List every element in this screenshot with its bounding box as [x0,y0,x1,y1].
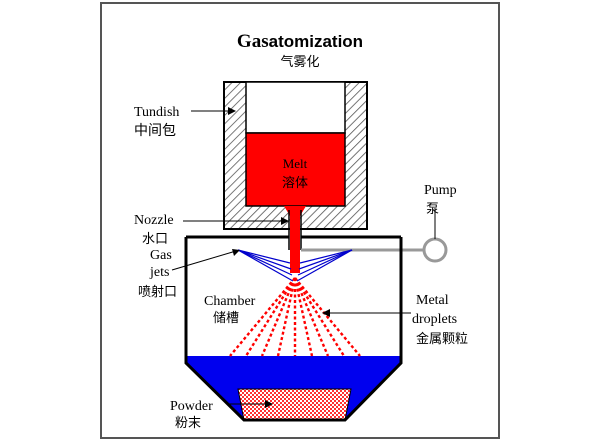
powder-label: Powder [170,399,213,414]
gas-jet-line [237,249,291,264]
nozzle-label-cn: 水口 [142,232,168,247]
gas-jets-arrowhead [232,249,240,256]
droplet-stream [244,277,297,357]
gas-jet-line [298,249,353,270]
droplet-stream [293,277,314,357]
droplet-stream [276,277,297,357]
gas-jets-label-1: Gas [150,248,172,263]
metal-droplets-arrowhead [322,309,330,317]
melt-label: Melt [283,156,308,171]
pump-circle [422,237,448,263]
gas-jets-label-2: jets [149,265,169,280]
chamber-label: Chamber [204,294,256,309]
metal-droplets-spray [229,277,361,357]
gas-jets [237,249,353,282]
title-atomization: atomization [269,32,363,51]
gas-jet-line [237,249,293,276]
tundish-inner-empty [245,81,346,134]
gas-jet-line [296,249,353,282]
pump-label-cn: 泵 [426,202,439,217]
diagram-title-cn: 气雾化 [280,54,319,70]
nozzle-label: Nozzle [134,213,174,228]
diagram-title: Gasatomization [237,31,363,52]
melt-pool [245,132,346,207]
metal-droplets-label-cn: 金属颗粒 [416,331,468,347]
chamber-label-cn: 储槽 [213,311,239,326]
gas-jet-line [297,249,353,276]
tundish-arrowhead [228,107,236,115]
gas-jets-label-cn: 喷射口 [138,284,177,300]
powder-label-cn: 粉末 [175,416,201,431]
tundish-label: Tundish [134,105,179,120]
pump-label: Pump [424,183,457,198]
gas-jet-line [237,249,292,270]
chamber-outline [184,237,403,422]
nozzle-arrowhead [281,217,289,225]
powder-arrowhead [265,400,273,408]
title-gas: Gas [237,31,269,52]
melt-label-cn: 溶体 [282,176,308,191]
gas-jets-leader [171,250,237,271]
droplet-stream [229,277,296,357]
melt-stream [290,228,300,273]
droplet-stream [294,277,361,357]
droplet-stream [293,277,346,357]
gas-jet-line [299,249,353,264]
metal-droplets-label-2: droplets [412,312,457,327]
metal-droplets-label-1: Metal [416,293,449,308]
tundish [223,81,368,230]
tundish-label-cn: 中间包 [134,123,176,139]
gas-jet-line [237,249,294,282]
